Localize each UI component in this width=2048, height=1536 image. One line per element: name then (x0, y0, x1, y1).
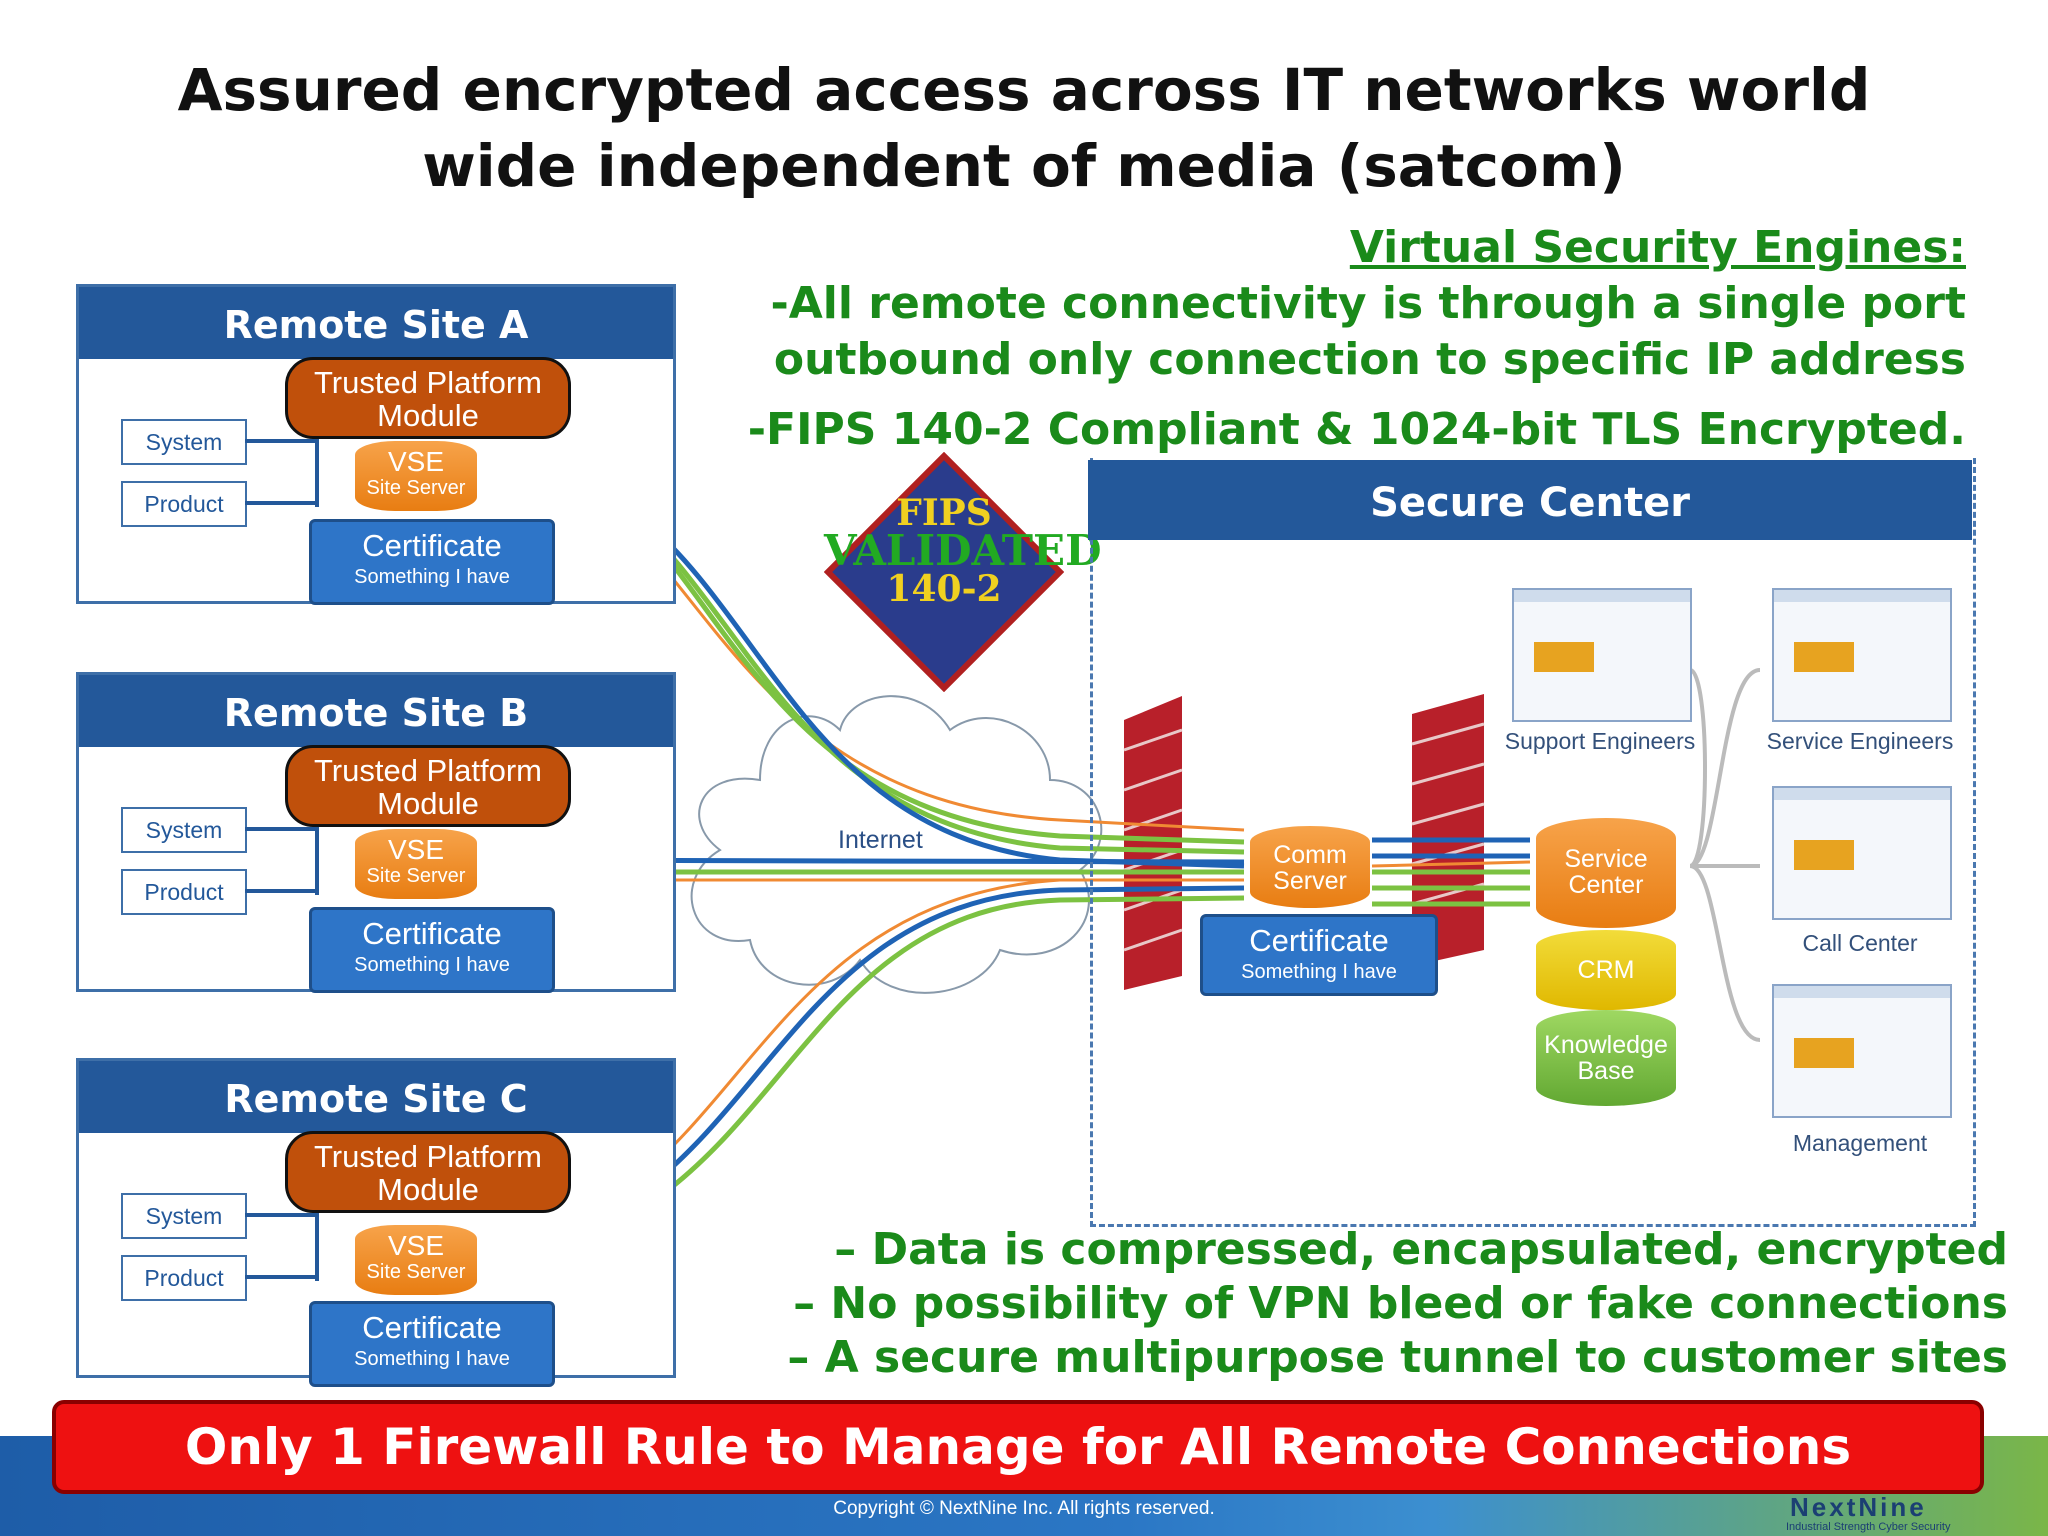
secure-center-title: Secure Center (1088, 460, 1972, 540)
site-server-label: Site Server (366, 477, 466, 499)
nextnine-logo: NextNine (1790, 1492, 1927, 1522)
vse-heading: Virtual Security Engines: (1349, 222, 1966, 273)
bullet-2: – No possibility of VPN bleed or fake co… (793, 1278, 2008, 1329)
system-connector (245, 827, 319, 831)
system-connector (245, 439, 319, 443)
vse-line-2: outbound only connection to specific IP … (773, 334, 1966, 385)
remote-site-c: Remote Site C System Product Trusted Pla… (76, 1058, 676, 1387)
knowledge-base-line-1: Knowledge (1544, 1031, 1668, 1059)
tpm-line-2: Module (377, 398, 479, 433)
vse-line-3: -FIPS 140-2 Compliant & 1024-bit TLS Enc… (747, 404, 1966, 455)
trusted-platform-module: Trusted Platform Module (285, 1131, 571, 1213)
certificate: Certificate Something I have (309, 1301, 555, 1387)
service-engineers-label: Service Engineers (1766, 728, 1954, 754)
support-engineers-screen (1512, 588, 1692, 722)
bullet-3: – A secure multipurpose tunnel to custom… (787, 1332, 2008, 1383)
firewall-rule-banner: Only 1 Firewall Rule to Manage for All R… (52, 1400, 1984, 1494)
fips-line-3: 140-2 (886, 568, 1002, 610)
trusted-platform-module: Trusted Platform Module (285, 357, 571, 439)
remote-site-a-title: Remote Site A (79, 287, 673, 359)
system-box: System (121, 1193, 247, 1239)
bullet-1: – Data is compressed, encapsulated, encr… (834, 1224, 2008, 1275)
management-screen (1772, 984, 1952, 1118)
site-server-label: Site Server (366, 1261, 466, 1283)
service-center: Service Center (1536, 818, 1676, 928)
fips-seal-shape (824, 452, 1064, 692)
vse-label: VSE (387, 834, 445, 865)
certificate-sub: Something I have (354, 1348, 510, 1370)
nextnine-tagline: Industrial Strength Cyber Security (1786, 1521, 1951, 1533)
certificate-label: Certificate (362, 1310, 502, 1345)
internet-label: Internet (838, 826, 923, 854)
tpm-line-1: Trusted Platform (314, 365, 542, 400)
fips-text: FIPS VALIDATED 140-2 (824, 492, 1102, 610)
call-center-label: Call Center (1802, 930, 1918, 956)
certificate: Certificate Something I have (309, 519, 555, 605)
center-certificate-sub: Something I have (1241, 961, 1397, 983)
product-box: Product (121, 1255, 247, 1301)
comm-server-line-2: Server (1273, 867, 1347, 895)
product-box: Product (121, 869, 247, 915)
system-connector (245, 1213, 319, 1217)
product-connector (245, 889, 319, 893)
vse-line-1: -All remote connectivity is through a si… (770, 278, 1966, 329)
management-label: Management (1792, 1130, 1928, 1156)
certificate-sub: Something I have (354, 566, 510, 588)
system-box: System (121, 807, 247, 853)
title-line-1: Assured encrypted access across IT netwo… (177, 56, 1871, 124)
knowledge-base-line-2: Base (1577, 1057, 1635, 1085)
vse-site-server: VSE Site Server (355, 1225, 477, 1295)
comm-server: Comm Server (1250, 826, 1370, 908)
remote-site-b-title: Remote Site B (79, 675, 673, 747)
remote-site-c-title: Remote Site C (79, 1061, 673, 1133)
remote-site-a: Remote Site A System Product Trusted Pla… (76, 284, 676, 605)
vertical-connector (315, 437, 319, 507)
fips-validated-seal: FIPS VALIDATED 140-2 (824, 452, 1102, 692)
certificate-label: Certificate (362, 916, 502, 951)
fips-line-1: FIPS (896, 492, 992, 534)
tpm-line-2: Module (377, 786, 479, 821)
title-line-2: wide independent of media (satcom) (422, 132, 1626, 200)
trusted-platform-module: Trusted Platform Module (285, 745, 571, 827)
call-center-screen (1772, 786, 1952, 920)
fips-line-2: VALIDATED (824, 526, 1102, 575)
center-certificate: Certificate Something I have (1200, 914, 1438, 996)
screen-arrows (1688, 668, 1761, 1042)
vse-label: VSE (387, 446, 445, 477)
support-engineers-label: Support Engineers (1504, 728, 1696, 754)
tpm-line-2: Module (377, 1172, 479, 1207)
tpm-line-1: Trusted Platform (314, 753, 542, 788)
system-box: System (121, 419, 247, 465)
center-certificate-label: Certificate (1249, 923, 1389, 958)
comm-server-line-1: Comm (1273, 841, 1347, 869)
site-server-label: Site Server (366, 865, 466, 887)
crm-database: CRM (1536, 930, 1676, 1010)
vertical-connector (315, 1211, 319, 1281)
product-box: Product (121, 481, 247, 527)
service-engineers-screen (1772, 588, 1952, 722)
slide-title: Assured encrypted access across IT netwo… (0, 52, 2048, 204)
service-center-line-2: Center (1568, 871, 1644, 899)
certificate-sub: Something I have (354, 954, 510, 976)
vse-site-server: VSE Site Server (355, 829, 477, 899)
vse-site-server: VSE Site Server (355, 441, 477, 511)
service-center-line-1: Service (1564, 845, 1648, 873)
tpm-line-1: Trusted Platform (314, 1139, 542, 1174)
copyright-text: Copyright © NextNine Inc. All rights res… (833, 1498, 1215, 1519)
product-connector (245, 1275, 319, 1279)
firewall-center-inner (1411, 694, 1485, 966)
certificate: Certificate Something I have (309, 907, 555, 993)
vse-label: VSE (387, 1230, 445, 1261)
remote-site-b: Remote Site B System Product Trusted Pla… (76, 672, 676, 993)
vertical-connector (315, 825, 319, 895)
secure-center-frame (1090, 458, 1976, 1227)
product-connector (245, 501, 319, 505)
certificate-label: Certificate (362, 528, 502, 563)
internet-cloud (690, 695, 1103, 994)
firewall-center-outer (1123, 696, 1183, 990)
knowledge-base: Knowledge Base (1536, 1010, 1676, 1106)
